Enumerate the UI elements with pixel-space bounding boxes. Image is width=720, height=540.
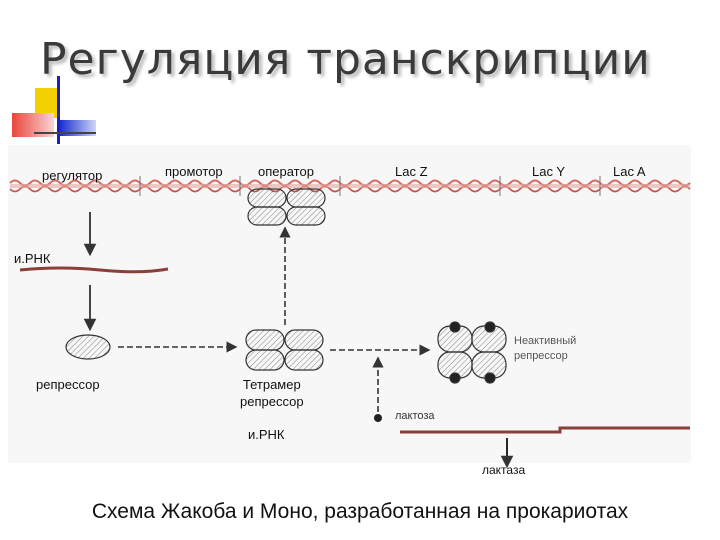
label-mrna-bottom: и.РНК (248, 427, 285, 442)
free-repressor-tetramer (245, 329, 324, 371)
vertical-accent-line (57, 76, 60, 144)
mrna-strand-bottom (400, 426, 690, 434)
mrna-strand-left (19, 266, 169, 274)
diagram-panel (8, 145, 691, 463)
dna-strand (9, 179, 691, 193)
inactive-repressor (437, 321, 507, 384)
label-repressor: репрессор (36, 377, 100, 392)
gene-label-lac-z: Lac Z (395, 164, 428, 179)
label-lactase: лактаза (482, 463, 526, 477)
label-inactive-line1: Неактивный (514, 335, 577, 347)
label-mrna-left: и.РНК (14, 251, 51, 266)
repressor-monomer (65, 334, 111, 360)
gene-label-regulator: регулятор (42, 168, 103, 183)
bound-repressor-tetramer (247, 188, 326, 226)
label-lactose: лактоза (395, 410, 435, 422)
label-tetramer: Тетрамер репрессор (240, 377, 304, 409)
gene-label-lac-y: Lac Y (532, 164, 566, 179)
label-inactive-line2: репрессор (514, 350, 568, 362)
yellow-square-decoration (35, 88, 57, 118)
lactose-molecule (374, 414, 382, 422)
gene-label-promoter: промотор (165, 164, 223, 179)
diagram-caption: Схема Жакоба и Моно, разработанная на пр… (91, 500, 629, 523)
horizontal-accent-line (34, 132, 96, 134)
gene-boundaries (139, 176, 601, 196)
gene-label-lac-a: Lac A (613, 164, 646, 179)
page-title: Регуляция транскрипции (40, 34, 651, 85)
gene-label-operator: оператор (258, 164, 314, 179)
